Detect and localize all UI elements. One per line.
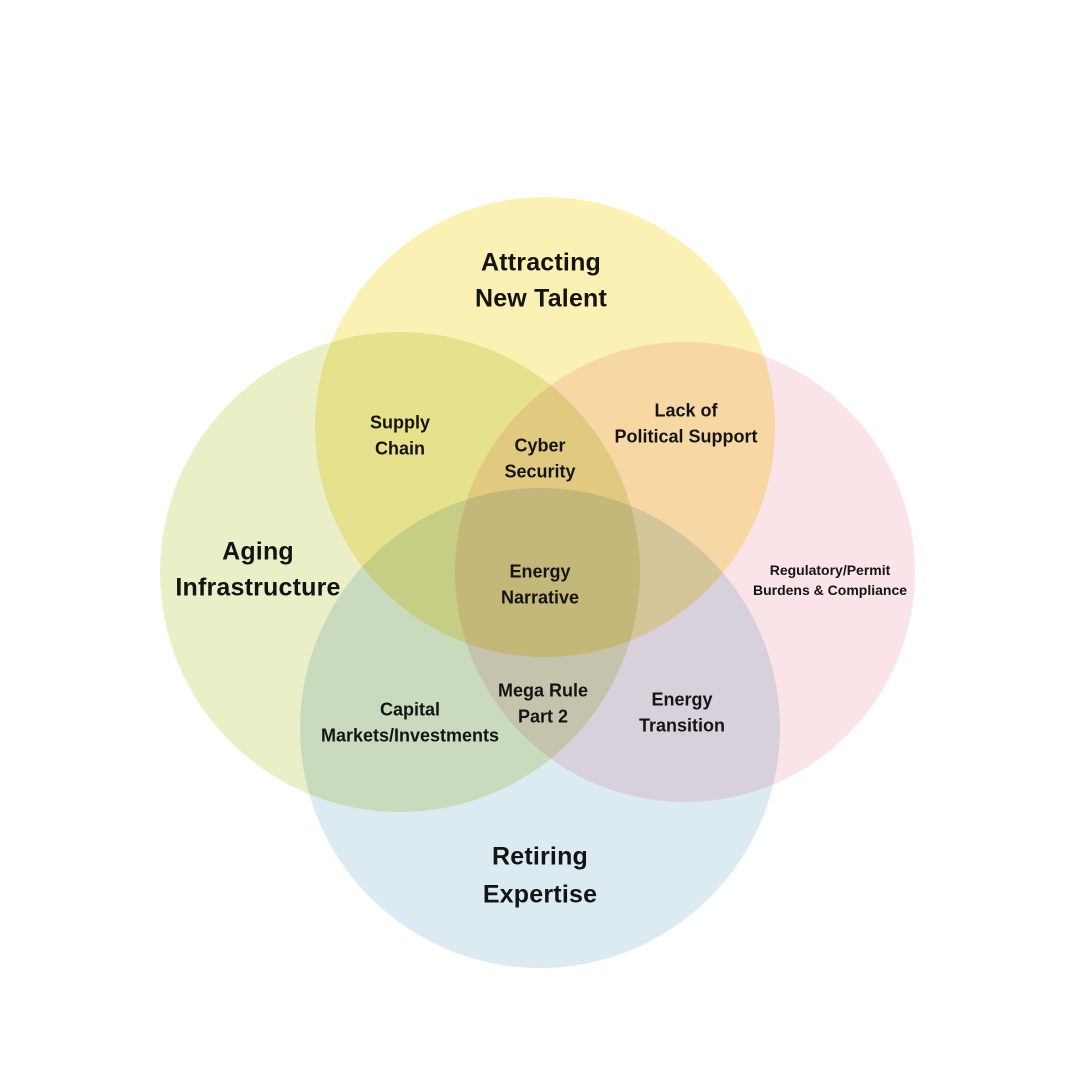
label-regulatory-permit-burdens: Regulatory/Permit Burdens & Compliance: [753, 561, 907, 601]
label-aging-infrastructure: Aging Infrastructure: [175, 535, 340, 606]
label-line: Expertise: [482, 880, 598, 908]
label-line: Markets/Investments: [320, 725, 500, 745]
label-line: Retiring: [491, 842, 589, 871]
label-capital-markets-investments: Capital Markets/Investments: [321, 697, 499, 748]
label-line: Regulatory/Permit: [769, 562, 891, 579]
label-mega-rule-part-2: Mega Rule Part 2: [498, 678, 588, 729]
label-line: Attracting: [480, 248, 602, 277]
label-line: Security: [504, 461, 576, 481]
label-line: Political Support: [614, 426, 758, 446]
label-line: Narrative: [500, 587, 580, 607]
label-attracting-new-talent: Attracting New Talent: [475, 246, 607, 317]
label-lack-of-political-support: Lack of Political Support: [614, 398, 757, 449]
label-line: Chain: [374, 438, 426, 458]
label-line: Burdens & Compliance: [752, 582, 908, 598]
label-line: New Talent: [474, 284, 608, 312]
label-line: Part 2: [517, 706, 569, 726]
label-line: Aging: [222, 537, 294, 566]
label-line: Energy: [651, 689, 713, 710]
label-line: Lack of: [654, 400, 718, 421]
label-line: Supply: [369, 412, 431, 433]
label-line: Cyber: [514, 435, 566, 456]
label-energy-narrative: Energy Narrative: [501, 559, 579, 610]
circle-retiring-expertise: [300, 488, 780, 968]
label-line: Infrastructure: [175, 573, 341, 601]
label-cyber-security: Cyber Security: [504, 433, 575, 484]
label-line: Capital: [379, 699, 441, 720]
label-retiring-expertise: Retiring Expertise: [483, 839, 597, 914]
label-line: Mega Rule: [497, 680, 589, 701]
label-line: Transition: [638, 715, 726, 735]
label-supply-chain: Supply Chain: [370, 410, 430, 461]
label-energy-transition: Energy Transition: [639, 687, 725, 738]
label-line: Energy: [509, 561, 571, 582]
